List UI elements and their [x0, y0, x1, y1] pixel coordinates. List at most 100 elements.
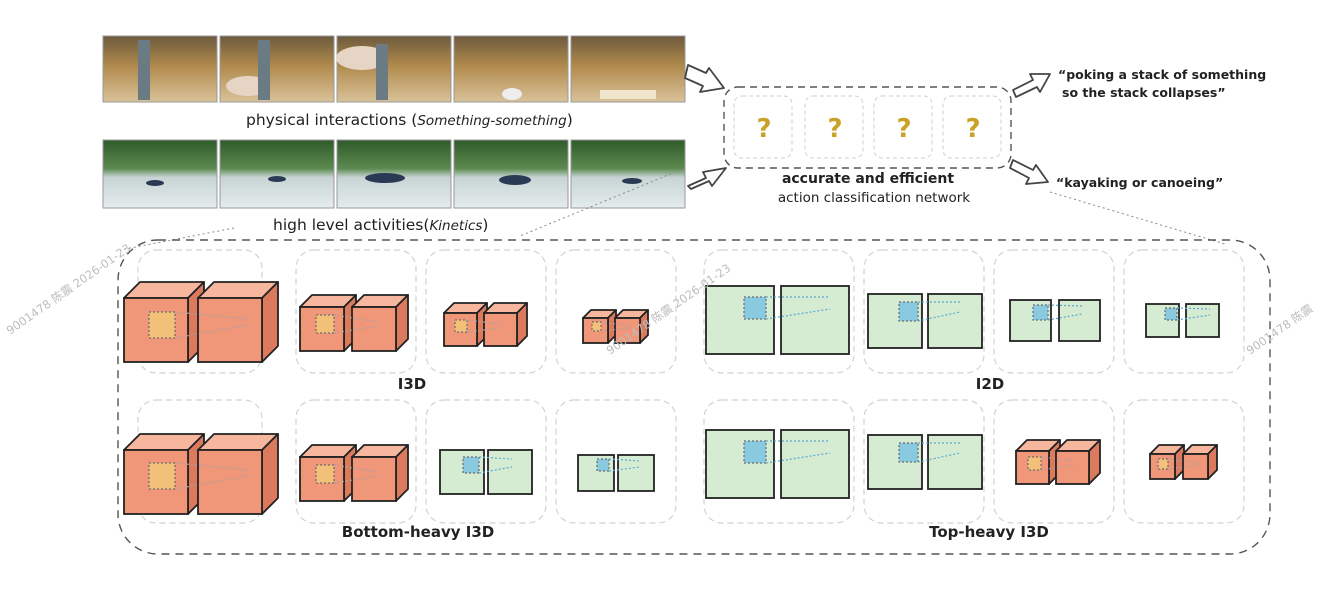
- cube-front-face: [351, 306, 397, 352]
- video-frame-hand: [336, 46, 388, 70]
- video-frame-kayak: [146, 180, 164, 186]
- hollow-arrow-icon: [1009, 159, 1049, 185]
- layer-slot-outline: [555, 399, 677, 524]
- layer-slot-outline: [993, 399, 1115, 524]
- receptive-field-line: [765, 296, 831, 320]
- video-frame: [453, 139, 569, 209]
- hollow-arrow-icon: [687, 167, 727, 190]
- cube-front-face: [614, 317, 641, 344]
- cube-block: [197, 281, 279, 363]
- layer-slot-outline: [703, 399, 855, 524]
- cube-block: [351, 444, 409, 502]
- receptive-field-line: [333, 314, 379, 334]
- cube-block: [351, 294, 409, 352]
- layer-slot-outline: [295, 399, 417, 524]
- network-layers: ? ? ? ?: [733, 95, 1002, 159]
- network-box: [723, 86, 1012, 169]
- kinetics-frames: [102, 139, 686, 209]
- layer-slot-outline: [425, 399, 547, 524]
- square-block: [780, 429, 850, 499]
- video-frame: [219, 139, 335, 209]
- video-frame-object: [258, 40, 270, 100]
- receptive-field-patch: [1157, 458, 1169, 470]
- cube-front-face: [197, 297, 263, 363]
- cube-block: [443, 302, 488, 347]
- layer-slots: [137, 249, 1245, 524]
- video-frame-kayak: [622, 178, 642, 184]
- receptive-field-line: [765, 440, 831, 464]
- receptive-field-patch: [454, 319, 468, 333]
- hollow-arrow-icon: [684, 64, 725, 93]
- receptive-field-patch: [315, 464, 335, 484]
- label-i3d: I3D: [398, 375, 426, 393]
- receptive-field-line: [1040, 456, 1075, 471]
- square-block: [1185, 303, 1220, 338]
- square-block: [617, 454, 655, 492]
- network-layer-slot: [804, 95, 864, 159]
- receptive-field-patch: [1164, 307, 1178, 321]
- label-top-heavy-i3d: Top-heavy I3D: [929, 523, 1049, 541]
- layer-slot-outline: [863, 399, 985, 524]
- receptive-field-patch: [148, 462, 176, 490]
- video-frame-object: [376, 44, 388, 100]
- label-bottom-heavy-i3d: Bottom-heavy I3D: [342, 523, 494, 541]
- network-layer-slot: [942, 95, 1002, 159]
- cube-front-face: [483, 312, 518, 347]
- square-block: [705, 429, 775, 499]
- layer-slot-outline: [1123, 249, 1245, 374]
- question-mark-icon: ?: [896, 114, 911, 144]
- question-mark-icon: ?: [827, 114, 842, 144]
- layer-slot-outline: [1123, 399, 1245, 524]
- output-label-something-line2: so the stack collapses”: [1062, 85, 1226, 100]
- receptive-field-patch: [1027, 456, 1042, 471]
- network-subtitle: action classification network: [778, 190, 970, 206]
- cube-front-face: [1182, 453, 1209, 480]
- receptive-field-line: [466, 319, 501, 333]
- receptive-field-patch: [898, 442, 919, 463]
- receptive-field-patch: [743, 440, 767, 464]
- square-block: [1058, 299, 1101, 342]
- square-block: [927, 434, 983, 490]
- receptive-field-line: [917, 442, 961, 463]
- physical-interactions-label: physical interactions (Something-somethi…: [246, 111, 573, 129]
- high-level-activities-label: high level activities(Kinetics): [273, 216, 488, 234]
- receptive-field-patch: [591, 321, 602, 332]
- receptive-field-line: [1176, 307, 1211, 321]
- video-frame-kayak: [365, 173, 405, 183]
- cube-front-face: [197, 449, 263, 515]
- watermark-text: 9001478 陈震 2026-01-23: [4, 241, 134, 338]
- input-arrows: [684, 64, 1051, 190]
- video-frame: [102, 139, 218, 209]
- video-frame-object: [138, 40, 150, 100]
- receptive-field-line: [608, 458, 641, 472]
- cube-front-face: [443, 312, 478, 347]
- question-mark-icon: ?: [756, 114, 771, 144]
- watermark-text: 9001478 陈震: [1244, 301, 1316, 357]
- receptive-field-patch: [898, 301, 919, 322]
- receptive-field-line: [478, 456, 513, 474]
- label-i2d: I2D: [976, 375, 1004, 393]
- cube-block: [1055, 439, 1101, 485]
- cube-block: [197, 433, 279, 515]
- video-frame-kayak: [499, 175, 531, 185]
- cube-block: [1182, 444, 1218, 480]
- architecture-container: [117, 239, 1271, 555]
- layer-slot-outline: [863, 249, 985, 374]
- receptive-field-patch: [462, 456, 480, 474]
- output-label-kinetics: “kayaking or canoeing”: [1056, 175, 1223, 190]
- layer-slot-outline: [703, 249, 855, 374]
- square-block: [487, 449, 533, 495]
- zoom-line: [1049, 191, 1226, 245]
- receptive-field-patch: [1032, 304, 1049, 321]
- cube-block: [483, 302, 528, 347]
- receptive-field-line: [333, 464, 379, 484]
- video-frame: [336, 139, 452, 209]
- square-block: [927, 293, 983, 349]
- video-frame: [570, 139, 686, 209]
- layer-slot-outline: [993, 249, 1115, 374]
- receptive-field-line: [174, 311, 249, 339]
- square-block: [705, 285, 775, 355]
- network-layer-slot: [733, 95, 793, 159]
- receptive-field-line: [1167, 458, 1199, 470]
